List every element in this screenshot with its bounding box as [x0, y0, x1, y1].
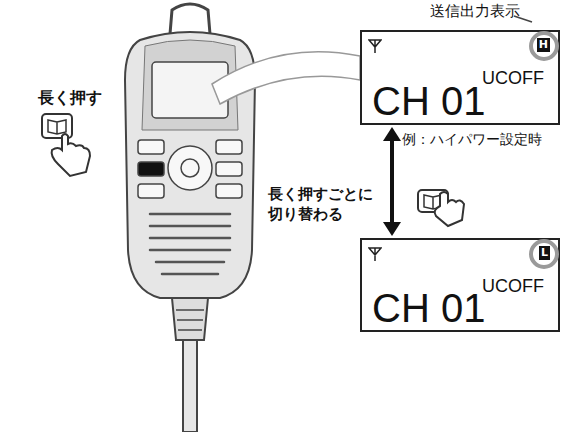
- edge-label: 長く押すごとに 切り替わる: [268, 184, 378, 225]
- double-arrow: [383, 127, 401, 236]
- strain-relief: [172, 298, 208, 340]
- hanger: [170, 4, 210, 34]
- label: 例：ハイパワー設定時: [402, 131, 542, 149]
- lcd-display: H UCOFFCH 01: [360, 30, 560, 125]
- power-icon: H: [537, 38, 550, 52]
- antenna-symbol: [368, 38, 382, 54]
- power-icon: L: [539, 246, 550, 260]
- channel-text: CH 01: [372, 286, 485, 330]
- label: 長く押す: [38, 88, 102, 109]
- cord: [183, 340, 197, 432]
- press-button-icon: [418, 190, 464, 226]
- cord-ribs: [176, 310, 204, 330]
- status-text: UCOFF: [482, 68, 544, 89]
- label: 送信出力表示: [430, 2, 520, 21]
- antenna-symbol: [368, 246, 382, 262]
- speaker-grille: [150, 214, 230, 274]
- status-text: UCOFF: [482, 276, 544, 297]
- channel-text: CH 01: [372, 79, 485, 123]
- callout-band: [212, 52, 360, 104]
- mic-buttons: [138, 140, 242, 198]
- press-button-icon: [42, 114, 90, 176]
- lcd-display: L UCOFFCH 01: [360, 238, 560, 332]
